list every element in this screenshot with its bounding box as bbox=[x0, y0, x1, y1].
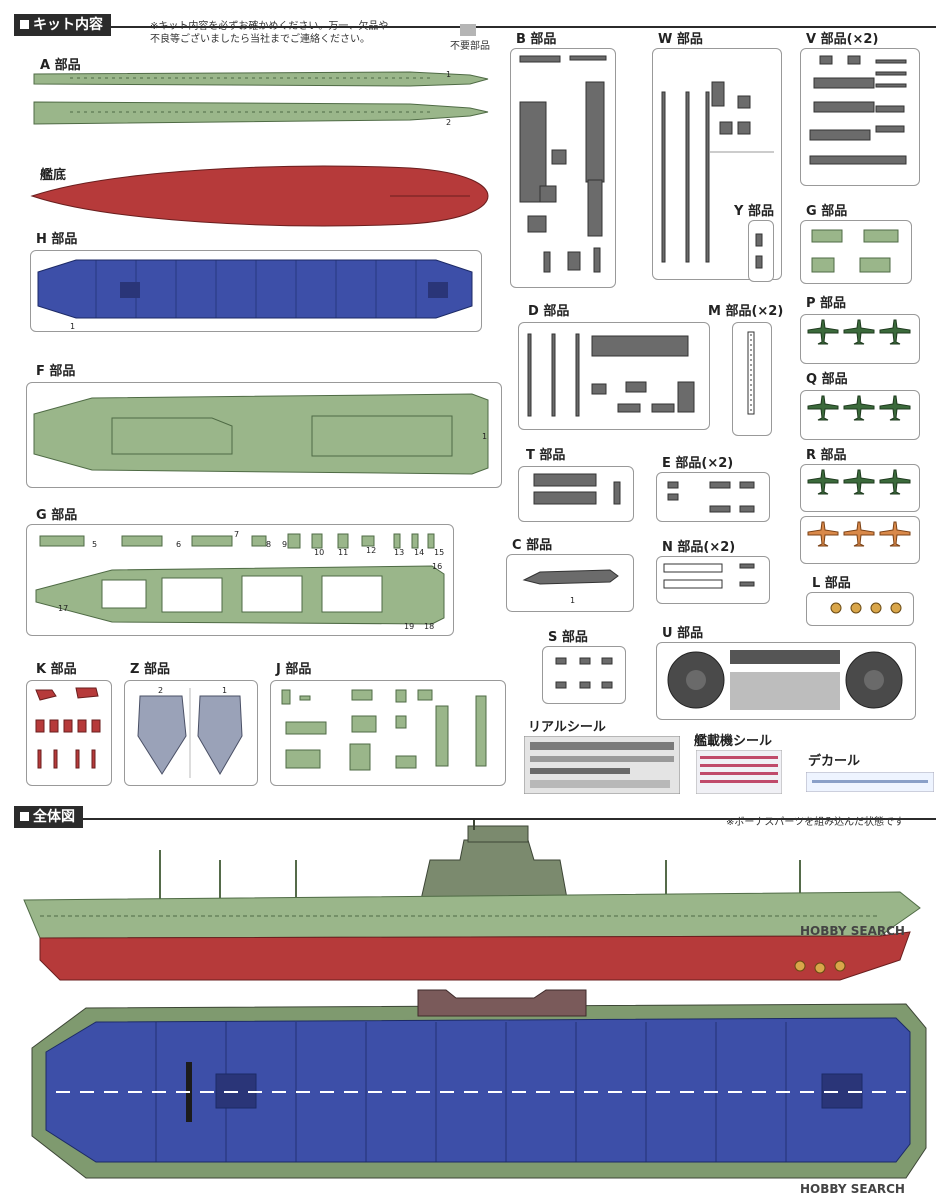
part-g-num-18: 18 bbox=[424, 622, 435, 631]
part-label-g-small: G 部品 bbox=[806, 204, 848, 219]
part-h-num-1: 1 bbox=[70, 322, 76, 331]
part-label-z: Z 部品 bbox=[130, 662, 170, 677]
part-g-num-13: 13 bbox=[394, 548, 405, 557]
part-b-drawing bbox=[519, 55, 607, 273]
unused-part-swatch bbox=[460, 24, 476, 36]
hull-bottom-drawing bbox=[30, 165, 489, 227]
square-icon bbox=[20, 812, 29, 821]
part-v-drawing bbox=[809, 55, 907, 165]
part-g-num-12: 12 bbox=[366, 546, 377, 555]
real-seal-sheet bbox=[524, 736, 680, 794]
part-label-d: D 部品 bbox=[528, 304, 570, 319]
part-t-drawing bbox=[533, 473, 621, 505]
part-label-hull: 艦底 bbox=[40, 168, 67, 183]
part-l-drawing bbox=[830, 602, 902, 614]
part-r-planes-orange bbox=[807, 521, 911, 547]
kit-note-line2: 不良等ございましたら当社までご連絡ください。 bbox=[150, 34, 370, 45]
part-g-num-19: 19 bbox=[404, 622, 415, 631]
part-a-num-2: 2 bbox=[446, 118, 452, 127]
part-label-l: L 部品 bbox=[812, 576, 851, 591]
overview-section-rule bbox=[14, 818, 936, 820]
overview-title: 全体図 bbox=[33, 809, 75, 825]
part-n-drawing bbox=[663, 563, 755, 589]
part-label-g-big: G 部品 bbox=[36, 508, 78, 523]
part-label-s: S 部品 bbox=[548, 630, 588, 645]
part-g-num-17: 17 bbox=[58, 604, 69, 613]
part-label-r: R 部品 bbox=[806, 448, 847, 463]
label-aircraft-seal: 艦載機シール bbox=[694, 734, 773, 749]
part-label-y: Y 部品 bbox=[734, 204, 774, 219]
part-d-drawing bbox=[527, 333, 695, 417]
overview-section-header: 全体図 bbox=[14, 806, 83, 828]
part-g-num-16: 16 bbox=[432, 562, 443, 571]
part-z-drawing bbox=[137, 688, 243, 778]
overview-note: ※ボーナスパーツを組み込んだ状態です bbox=[726, 817, 905, 828]
part-g-num-5: 5 bbox=[92, 540, 98, 549]
part-j-drawing bbox=[281, 689, 487, 771]
part-g-num-15: 15 bbox=[434, 548, 445, 557]
part-label-q: Q 部品 bbox=[806, 372, 848, 387]
part-label-w: W 部品 bbox=[658, 32, 703, 47]
label-decal: デカール bbox=[808, 754, 861, 769]
part-label-e: E 部品(×2) bbox=[662, 456, 734, 471]
part-c-drawing bbox=[522, 569, 619, 585]
part-label-v: V 部品(×2) bbox=[806, 32, 879, 47]
part-f-num-1: 1 bbox=[482, 432, 488, 441]
part-label-h: H 部品 bbox=[36, 232, 78, 247]
part-label-p: P 部品 bbox=[806, 296, 847, 311]
part-m-drawing bbox=[747, 331, 755, 415]
part-g-num-14: 14 bbox=[414, 548, 425, 557]
part-a-num-1: 1 bbox=[446, 70, 452, 79]
part-s-drawing bbox=[555, 657, 613, 689]
part-g-num-11: 11 bbox=[338, 548, 349, 557]
kit-section-header: キット内容 bbox=[14, 14, 111, 36]
part-u-drawing bbox=[667, 650, 903, 710]
part-g-num-9: 9 bbox=[282, 540, 288, 549]
part-k-drawing bbox=[35, 687, 101, 769]
part-g-num-10: 10 bbox=[314, 548, 325, 557]
kit-note: ※キット内容を必ずお確かめください。万一、欠品や 不良等ございましたら当社までご… bbox=[150, 20, 388, 46]
ship-top-view bbox=[31, 989, 927, 1179]
aircraft-seal-sheet bbox=[696, 750, 782, 794]
part-label-u: U 部品 bbox=[662, 626, 704, 641]
part-e-drawing bbox=[667, 481, 755, 513]
part-z-num-2: 2 bbox=[158, 686, 164, 695]
part-p-planes bbox=[807, 319, 911, 345]
part-q-planes bbox=[807, 395, 911, 421]
part-label-f: F 部品 bbox=[36, 364, 76, 379]
part-w-drawing bbox=[661, 81, 774, 263]
part-g-num-8: 8 bbox=[266, 540, 272, 549]
sprue-y bbox=[748, 220, 774, 282]
ship-side-view bbox=[23, 820, 921, 981]
part-f-deck bbox=[33, 393, 489, 475]
part-g-big-drawing bbox=[35, 533, 445, 625]
kit-note-line1: ※キット内容を必ずお確かめください。万一、欠品や bbox=[150, 21, 389, 32]
square-icon bbox=[20, 20, 29, 29]
part-label-j: J 部品 bbox=[276, 662, 312, 677]
part-z-num-1: 1 bbox=[222, 686, 228, 695]
kit-section-title: キット内容 bbox=[33, 17, 103, 33]
part-y-drawing bbox=[755, 233, 763, 269]
part-r-planes-green bbox=[807, 469, 911, 495]
part-a-drawing bbox=[33, 71, 489, 125]
watermark-mid: HOBBY SEARCH bbox=[800, 924, 905, 938]
watermark-bottom: HOBBY SEARCH bbox=[800, 1182, 905, 1196]
sprue-s bbox=[542, 646, 626, 704]
label-real-seal: リアルシール bbox=[528, 720, 606, 735]
decal-sheet bbox=[806, 772, 934, 792]
part-g-num-6: 6 bbox=[176, 540, 182, 549]
part-h-deck bbox=[37, 259, 473, 319]
part-label-b: B 部品 bbox=[516, 32, 557, 47]
part-g-small-drawing bbox=[811, 229, 899, 273]
part-label-c: C 部品 bbox=[512, 538, 553, 553]
part-label-t: T 部品 bbox=[526, 448, 566, 463]
part-label-k: K 部品 bbox=[36, 662, 77, 677]
part-label-n: N 部品(×2) bbox=[662, 540, 736, 555]
part-label-a: A 部品 bbox=[40, 58, 81, 73]
part-c-num-1: 1 bbox=[570, 596, 576, 605]
part-g-num-7: 7 bbox=[234, 530, 240, 539]
part-label-m: M 部品(×2) bbox=[708, 304, 784, 319]
unused-part-legend: 不要部品 bbox=[450, 41, 490, 52]
